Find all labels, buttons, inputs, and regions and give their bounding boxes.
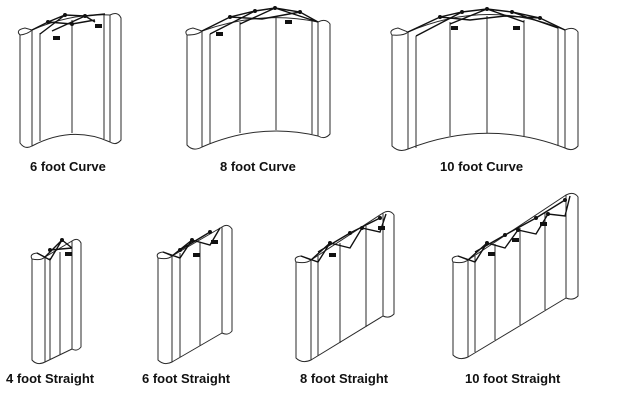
- caption-straight-4: 4 foot Straight: [6, 371, 95, 386]
- caption-straight-6: 6 foot Straight: [142, 371, 231, 386]
- caption-straight-10: 10 foot Straight: [465, 371, 561, 386]
- display-curve-8: [185, 6, 331, 150]
- display-curve-6: [17, 13, 122, 148]
- display-straight-4: [30, 238, 82, 365]
- caption-straight-8: 8 foot Straight: [300, 371, 389, 386]
- caption-curve-10: 10 foot Curve: [440, 159, 524, 174]
- display-straight-6: [156, 224, 233, 365]
- caption-curve-6: 6 foot Curve: [30, 159, 106, 174]
- display-straight-10: [451, 192, 579, 360]
- display-straight-8: [294, 210, 395, 363]
- display-curve-10: [390, 7, 579, 151]
- caption-curve-8: 8 foot Curve: [220, 159, 296, 174]
